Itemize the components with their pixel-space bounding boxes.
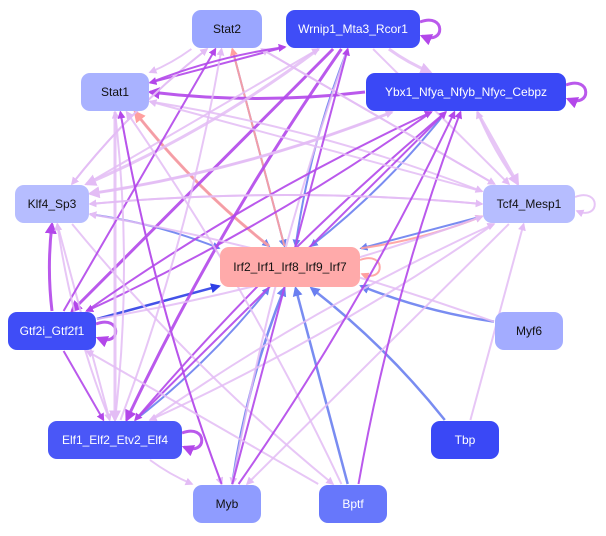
node-box-elf1 [48, 421, 182, 459]
node-label-myf6: Myf6 [516, 324, 542, 338]
node-klf4[interactable]: Klf4_Sp3 [15, 185, 89, 223]
edge-tcf4-to-ybx1 [476, 110, 519, 185]
edge-elf1-to-irf [134, 286, 270, 421]
node-gtf2i[interactable]: Gtf2i_Gtf2f1 [8, 312, 96, 350]
edge-stat2-to-stat1 [148, 48, 192, 74]
edge-elf1-to-stat1 [111, 110, 125, 421]
node-box-ybx1 [366, 73, 566, 111]
node-tbp[interactable]: Tbp [431, 421, 499, 459]
edge-elf1-to-elf1 [181, 429, 204, 457]
node-label-stat1: Stat1 [101, 85, 129, 99]
node-box-myf6 [495, 312, 563, 350]
edge-tcf4-to-stat2 [260, 48, 496, 185]
node-label-stat2: Stat2 [213, 22, 241, 36]
edge-wrnip1-to-gtf2i [70, 47, 335, 313]
edge-gtf2i-to-ybx1 [86, 111, 433, 312]
edge-myb-to-ybx1 [237, 110, 456, 485]
node-box-myb [193, 485, 261, 523]
node-label-myb: Myb [216, 497, 239, 511]
node-elf1[interactable]: Elf1_Elf2_Etv2_Elf4 [48, 421, 182, 459]
node-myb[interactable]: Myb [193, 485, 261, 523]
node-myf6[interactable]: Myf6 [495, 312, 563, 350]
edge-wrnip1-to-ybx1 [388, 47, 433, 74]
node-stat2[interactable]: Stat2 [192, 10, 262, 48]
node-label-ybx1: Ybx1_Nfya_Nfyb_Nfyc_Cebpz [385, 85, 547, 99]
edge-bptf-to-gtf2i [85, 350, 319, 485]
edge-bptf-to-stat1 [125, 110, 343, 485]
node-label-elf1: Elf1_Elf2_Etv2_Elf4 [62, 433, 168, 447]
node-label-tcf4: Tcf4_Mesp1 [497, 197, 562, 211]
node-box-klf4 [15, 185, 89, 223]
node-label-bptf: Bptf [342, 497, 364, 511]
node-box-bptf [319, 485, 387, 523]
node-box-irf [220, 247, 360, 287]
node-box-wrnip1 [286, 10, 420, 48]
edge-gtf2i-to-gtf2i [95, 320, 118, 348]
edge-gtf2i-to-klf4 [44, 221, 57, 312]
edge-irf-to-irf [359, 257, 381, 281]
edge-gtf2i-to-stat2 [62, 47, 217, 312]
edge-tcf4-to-tcf4 [574, 194, 596, 218]
node-box-tbp [431, 421, 499, 459]
node-label-tbp: Tbp [455, 433, 476, 447]
edge-ybx1-to-irf [309, 111, 447, 247]
edge-ybx1-to-gtf2i [85, 111, 432, 312]
edge-myf6-to-irf [359, 284, 495, 323]
edge-elf1-to-myb [149, 459, 194, 486]
edge-tcf4-to-klf4 [88, 194, 483, 208]
node-label-irf: Irf2_Irf1_Irf8_Irf9_Irf7 [233, 260, 347, 274]
node-stat1[interactable]: Stat1 [81, 73, 149, 111]
edge-tcf4-to-irf [359, 215, 483, 251]
edge-klf4-to-stat2 [71, 48, 209, 185]
edge-tcf4-to-myb [245, 223, 510, 486]
edge-bptf-to-ybx1 [357, 110, 462, 485]
edge-stat1-to-tcf4 [149, 100, 484, 193]
node-tcf4[interactable]: Tcf4_Mesp1 [483, 185, 575, 223]
edge-myb-to-stat1 [117, 110, 223, 485]
node-label-klf4: Klf4_Sp3 [28, 197, 77, 211]
edge-wrnip1-to-stat1 [148, 46, 286, 85]
node-box-stat2 [192, 10, 262, 48]
edge-stat1-to-wrnip1 [149, 43, 287, 84]
node-box-tcf4 [483, 185, 575, 223]
edge-layer [44, 18, 596, 486]
edge-wrnip1-to-wrnip1 [419, 18, 442, 46]
edge-tcf4-to-elf1 [148, 223, 495, 421]
edge-elf1-to-stat2 [119, 47, 225, 421]
edge-elf1-to-tcf4 [149, 223, 496, 421]
node-bptf[interactable]: Bptf [319, 485, 387, 523]
node-label-gtf2i: Gtf2i_Gtf2f1 [20, 324, 85, 338]
edge-ybx1-to-ybx1 [565, 81, 588, 109]
node-label-wrnip1: Wrnip1_Mta3_Rcor1 [298, 22, 408, 36]
node-ybx1[interactable]: Ybx1_Nfya_Nfyb_Nfyc_Cebpz [366, 73, 566, 111]
edge-tcf4-to-stat1 [148, 99, 483, 193]
edge-gtf2i-to-irf [96, 283, 221, 321]
node-irf[interactable]: Irf2_Irf1_Irf8_Irf9_Irf7 [220, 247, 360, 287]
node-box-gtf2i [8, 312, 96, 350]
edge-klf4-to-ybx1 [89, 110, 394, 195]
edge-irf-to-stat2 [230, 47, 286, 247]
node-wrnip1[interactable]: Wrnip1_Mta3_Rcor1 [286, 10, 420, 48]
node-box-stat1 [81, 73, 149, 111]
edge-gtf2i-to-elf1 [62, 350, 105, 422]
edge-wrnip1-to-elf1 [125, 48, 343, 423]
edge-bptf-to-irf [292, 286, 349, 485]
